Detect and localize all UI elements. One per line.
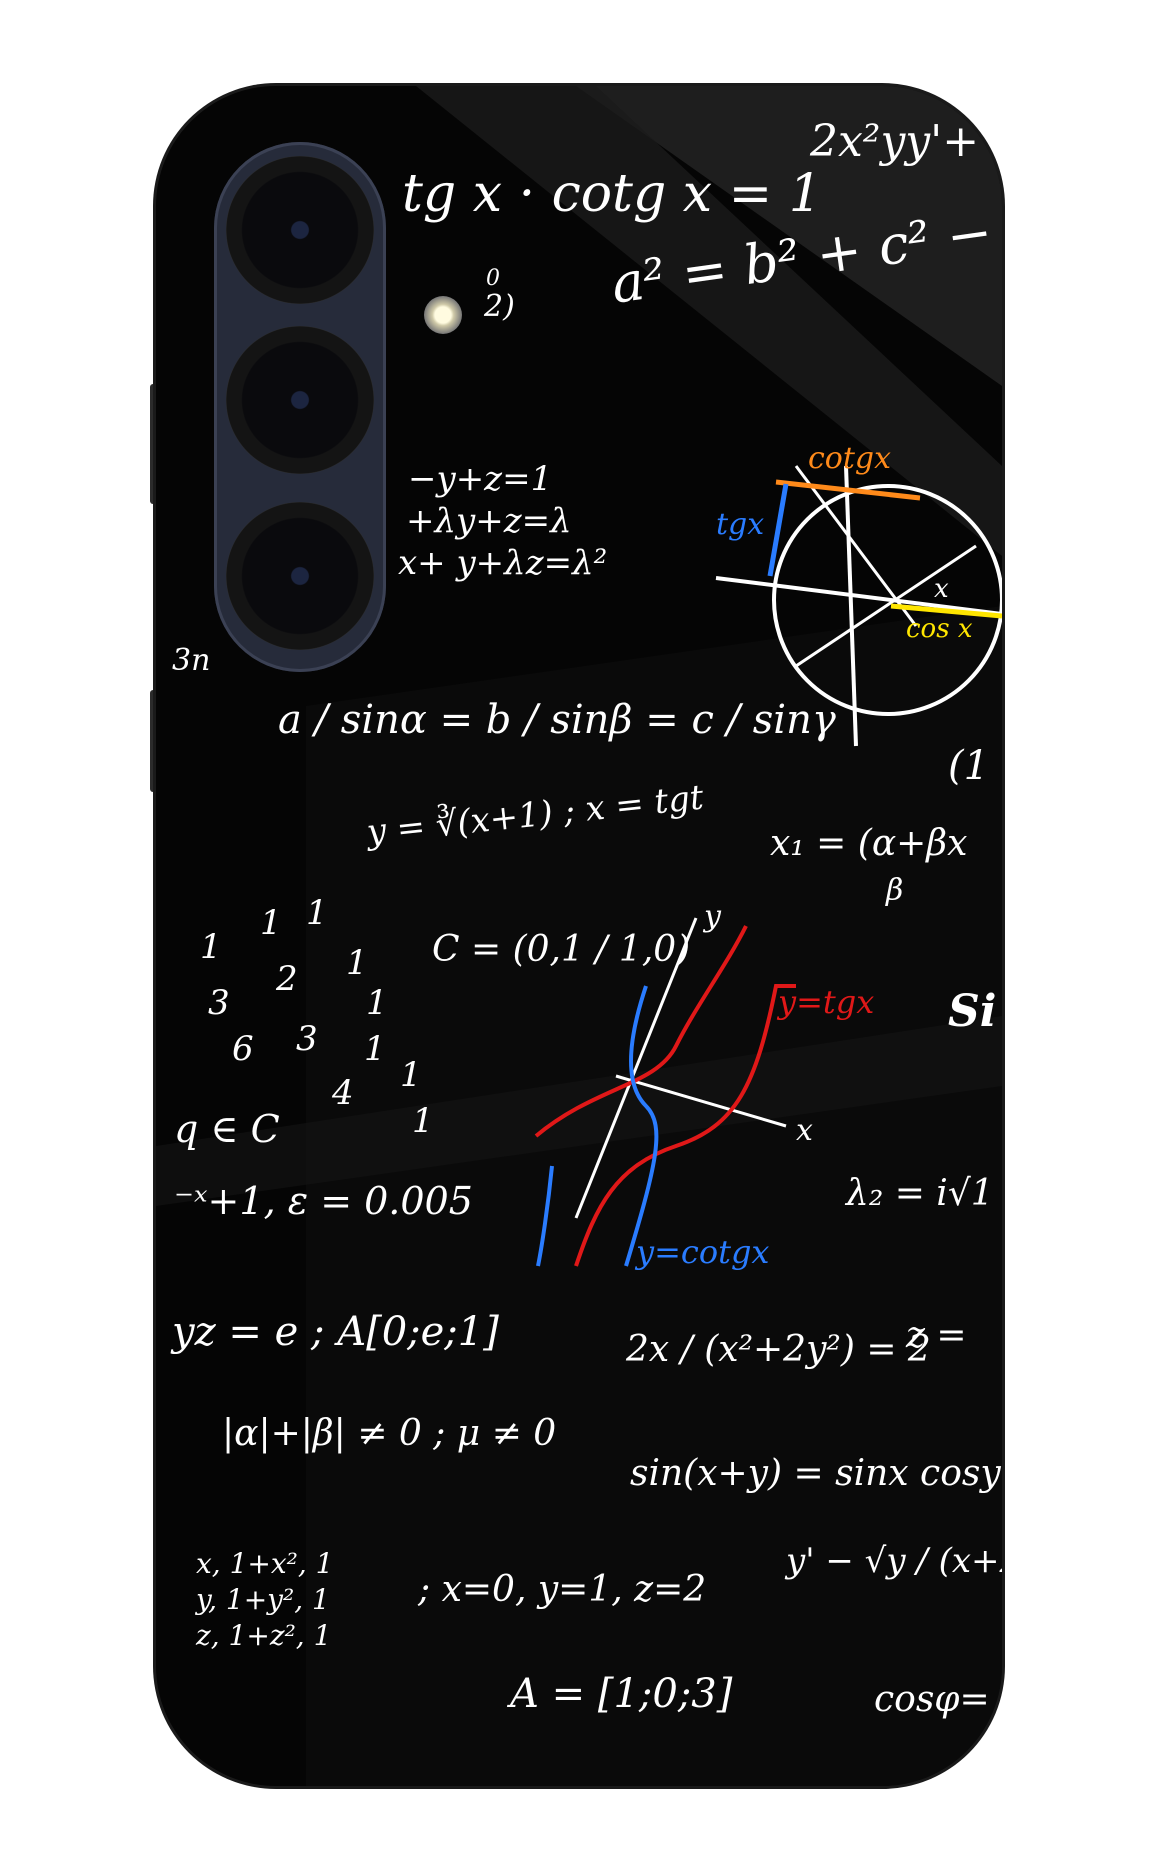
formula: x₁ = (α+βx bbox=[770, 823, 968, 864]
formula: tg x · cotg x = 1 bbox=[402, 164, 822, 224]
formula: x+ y+λz=λ² bbox=[398, 543, 608, 583]
side-button-power bbox=[150, 690, 160, 792]
formula: λ₂ = i√1 bbox=[846, 1173, 994, 1214]
number: 3 bbox=[208, 983, 230, 1023]
side-button-volume bbox=[150, 384, 160, 504]
number: 1 bbox=[400, 1055, 422, 1095]
formula: y, 1+y², 1 bbox=[196, 1583, 330, 1616]
graph-label-y: y bbox=[704, 899, 721, 934]
cotg-line bbox=[775, 479, 921, 501]
number: 2 bbox=[276, 959, 298, 999]
camera-lens-icon bbox=[226, 156, 374, 304]
formula: a / sinα = b / sinβ = c / sinγ bbox=[278, 697, 836, 743]
reflections bbox=[156, 86, 1002, 1786]
formula: x, 1+x², 1 bbox=[196, 1547, 334, 1580]
formula: cosφ= bbox=[874, 1679, 990, 1720]
number: 4 bbox=[332, 1073, 354, 1113]
number: 1 bbox=[306, 893, 328, 933]
formula: 3n bbox=[172, 643, 211, 678]
cos-line bbox=[890, 603, 1002, 619]
flash-icon bbox=[424, 296, 462, 334]
number: 1 bbox=[346, 943, 368, 983]
tangent-graph bbox=[534, 917, 796, 1267]
unit-circle-diagram bbox=[715, 465, 1002, 747]
graph-label-x: x bbox=[796, 1113, 813, 1148]
formula: 2) bbox=[484, 289, 515, 324]
formula: 2x / (x²+2y²) = 2 bbox=[626, 1329, 931, 1370]
formula: Si bbox=[948, 986, 997, 1037]
diagram-label-cotg: cotgx bbox=[808, 441, 892, 476]
graph-label-cotg: y=cotgx bbox=[636, 1233, 770, 1271]
phone-case: tg x · cotg x = 1 2x²yy'+ a² = b² + c² −… bbox=[156, 86, 1002, 1786]
camera-lens-icon bbox=[226, 326, 374, 474]
formula: A = [1;0;3] bbox=[510, 1671, 733, 1717]
formula: 0 bbox=[486, 266, 500, 291]
formula: ; x=0, y=1, z=2 bbox=[418, 1569, 707, 1610]
formula: (1 bbox=[948, 743, 990, 789]
number: 3 bbox=[296, 1019, 318, 1059]
formula: y' − √y / (x+2) = ( bbox=[786, 1541, 1002, 1581]
tg-line bbox=[767, 483, 789, 577]
number: 1 bbox=[366, 983, 388, 1023]
number: 1 bbox=[260, 903, 282, 943]
number: 6 bbox=[232, 1029, 254, 1069]
number: 1 bbox=[364, 1029, 386, 1069]
formula: sin(x+y) = sinx cosy bbox=[630, 1453, 1001, 1494]
formula: C = (0,1 / 1,0) bbox=[432, 929, 691, 970]
formula: ⁻ˣ+1, ε = 0.005 bbox=[174, 1179, 473, 1223]
formula: −y+z=1 bbox=[408, 459, 553, 499]
camera-module bbox=[214, 142, 386, 672]
formula: +λy+z=λ bbox=[406, 501, 572, 541]
formula: q ∈ C bbox=[174, 1107, 280, 1151]
diagram-label-x: x bbox=[934, 574, 949, 604]
number: 1 bbox=[412, 1101, 434, 1141]
formula: z, 1+z², 1 bbox=[196, 1619, 332, 1652]
camera-lens-icon bbox=[226, 502, 374, 650]
formula: yz = e ; A[0;e;1] bbox=[172, 1309, 499, 1355]
number: 1 bbox=[200, 927, 222, 967]
diagram-label-cos: cos x bbox=[906, 614, 973, 644]
diagram-label-tg: tgx bbox=[716, 507, 765, 542]
formula: β bbox=[886, 873, 904, 908]
formula: z = bbox=[906, 1315, 967, 1356]
formula: 2x²yy'+ bbox=[810, 116, 980, 167]
graph-label-tg: y=tgx bbox=[778, 983, 875, 1021]
formula: |α|+|β| ≠ 0 ; μ ≠ 0 bbox=[222, 1413, 557, 1454]
